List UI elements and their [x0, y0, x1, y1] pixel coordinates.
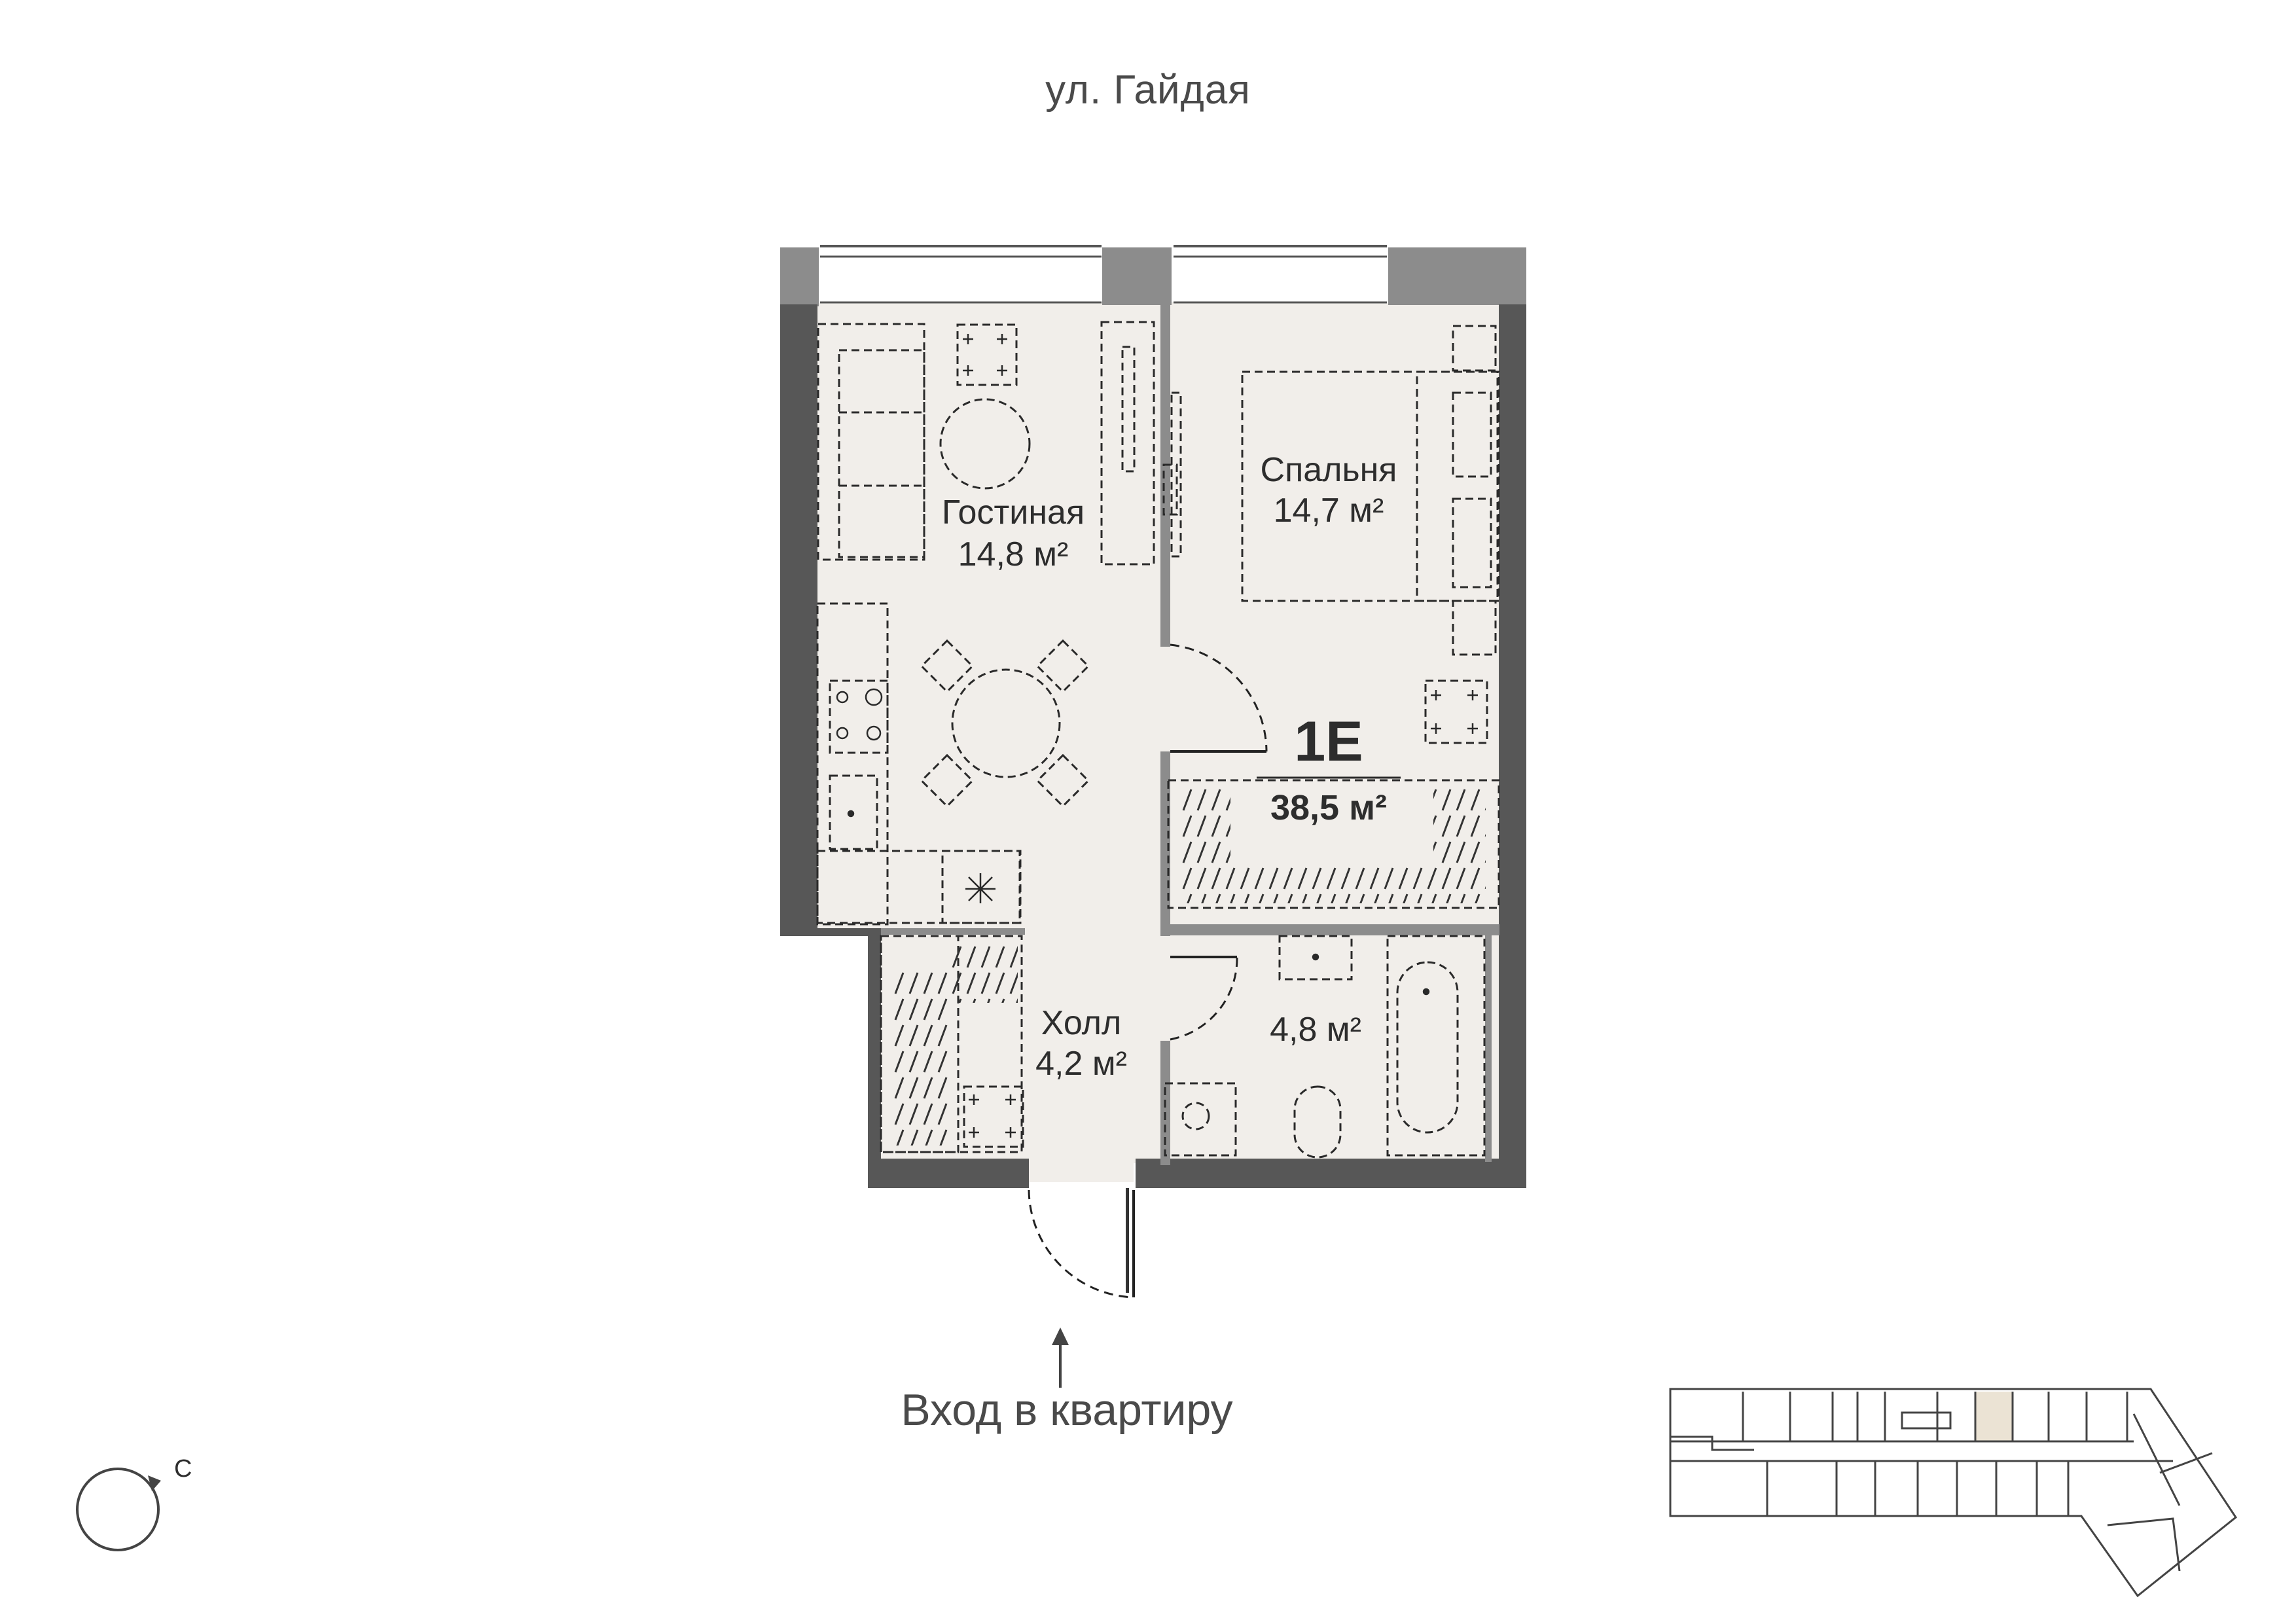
living-room-area: 14,8 м²	[958, 535, 1069, 573]
bathroom-area: 4,8 м²	[1270, 1011, 1361, 1049]
windows	[820, 245, 1387, 304]
outer-walls	[780, 247, 1526, 1293]
door-swings	[1028, 643, 1268, 1299]
entrance-arrow-icon	[1052, 1327, 1069, 1388]
hall-area: 4,2 м²	[1035, 1045, 1127, 1083]
apartment-code: 1E	[1294, 710, 1363, 773]
compass-icon: С	[76, 1455, 192, 1551]
highlighted-apartment	[1975, 1392, 2013, 1441]
bedroom-name: Спальня	[1261, 451, 1397, 489]
bedroom-area: 14,7 м²	[1274, 492, 1384, 530]
living-room-name: Гостиная	[942, 494, 1085, 532]
street-name: ул. Гайдая	[1045, 67, 1251, 113]
apartment-total-area: 38,5 м²	[1270, 788, 1387, 827]
furniture	[816, 321, 1500, 1159]
entrance-label: Вход в квартиру	[901, 1385, 1233, 1435]
compass-north-label: С	[174, 1455, 192, 1483]
room-labels: Гостиная 14,8 м² Спальня 14,7 м² Холл 4,…	[942, 451, 1401, 1083]
building-key-plan	[1669, 1388, 2238, 1598]
hall-name: Холл	[1041, 1004, 1122, 1042]
furniture-markers	[836, 334, 1478, 1138]
